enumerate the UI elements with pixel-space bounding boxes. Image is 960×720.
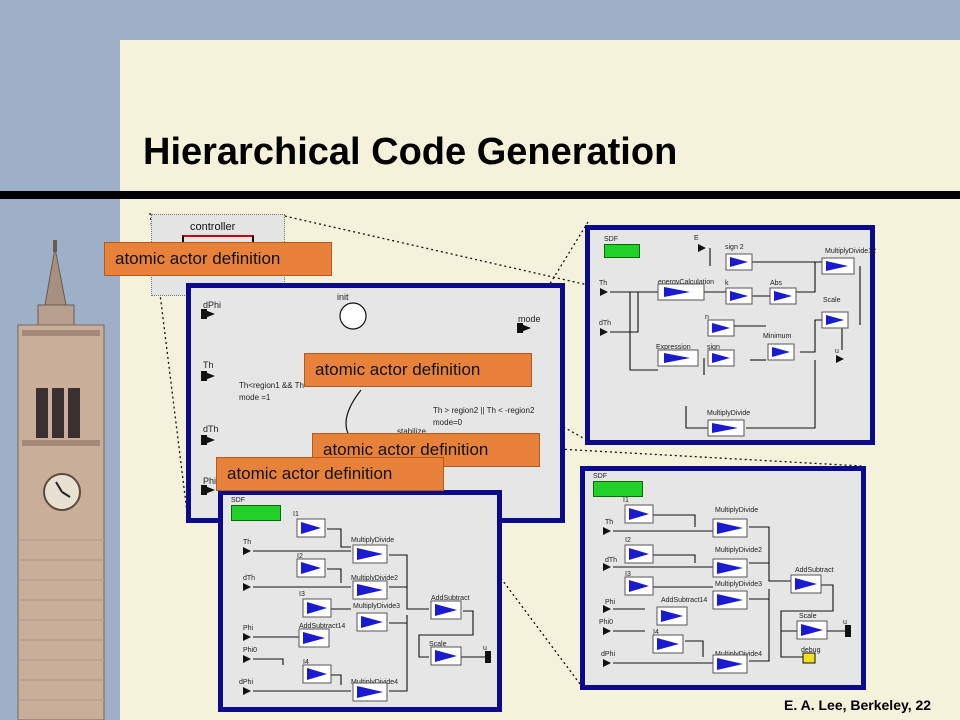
- input-port-label: Phi0: [243, 647, 258, 654]
- fsm-port-label: dTh: [203, 424, 219, 434]
- param-label: k: [725, 280, 729, 287]
- input-port-label: dTh: [243, 575, 256, 582]
- actor-label: MultiplyDivide2: [351, 575, 399, 582]
- actor-label: Scale: [823, 297, 841, 304]
- slide-title: Hierarchical Code Generation: [143, 131, 678, 173]
- actor-label: AddSubtract14: [299, 623, 346, 630]
- input-port-label: Phi: [605, 599, 616, 606]
- atomic-actor-label-2: atomic actor definition: [304, 353, 532, 387]
- actor-label: Scale: [799, 613, 817, 620]
- atomic-actor-label-3: atomic actor definition: [312, 433, 540, 467]
- sdf-director-icon: [231, 505, 281, 521]
- integrator-model-right-diagram: [603, 504, 851, 674]
- input-port-label: Th: [599, 280, 608, 287]
- atomic-actor-label-1: atomic actor definition: [104, 242, 332, 276]
- input-port-label: dTh: [599, 320, 612, 327]
- actor-label: I2: [297, 553, 303, 560]
- slide-footer: E. A. Lee, Berkeley, 22: [784, 697, 932, 713]
- actor-label: energyCalculation: [658, 279, 715, 286]
- title-divider: [0, 191, 960, 199]
- fsm-init-label: init: [337, 292, 349, 302]
- actor-label: Expression: [656, 344, 691, 351]
- actor-label: MultiplyDivide12: [825, 248, 876, 255]
- output-port-label: u: [483, 645, 487, 652]
- fsm-mode-label: mode: [518, 314, 541, 324]
- actor-label: Abs: [770, 280, 783, 287]
- actor-label: I3: [625, 571, 631, 578]
- fsm-guard1: Th<region1 && Th: [239, 381, 305, 390]
- input-port-label: dTh: [605, 557, 618, 564]
- fsm-state-stabilize: stabilize: [397, 427, 426, 436]
- actor-label: MultiplyDivide3: [353, 603, 401, 610]
- actor-label: I1: [293, 511, 299, 518]
- actor-label: I4: [303, 659, 309, 666]
- actor-label: I4: [653, 629, 659, 636]
- actor-label: MultiplyDivide3: [715, 581, 763, 588]
- actor-label: I2: [625, 537, 631, 544]
- debug-actor-label: debug: [801, 647, 821, 654]
- actor-label: MultiplyDivide: [351, 537, 395, 544]
- input-port-label: dPhi: [601, 651, 616, 658]
- director-label: SDF: [593, 473, 607, 480]
- actor-label: sign 2: [725, 244, 744, 251]
- param-label: n: [705, 314, 709, 321]
- input-port-label: Phi: [243, 625, 254, 632]
- director-label: SDF: [604, 236, 618, 243]
- campanile-tower-image: [17, 240, 105, 720]
- integrator-model-left-window: SDF Th dTh Phi Phi0 dPhi I1 I2 I3 I4 Mul…: [218, 490, 502, 712]
- sdf-director-icon: [604, 244, 640, 258]
- output-port-label: u: [835, 348, 839, 355]
- param-label: E: [694, 235, 699, 242]
- energy-model-window: SDF Th dTh energyCalculation sign 2 Abs …: [585, 225, 876, 445]
- sdf-director-icon: [593, 481, 643, 497]
- energy-model-diagram: [600, 244, 861, 437]
- fsm-guard2-action: mode=0: [433, 418, 463, 427]
- director-label: SDF: [231, 497, 245, 504]
- input-port-label: Phi0: [599, 619, 614, 626]
- input-port-label: dPhi: [239, 679, 254, 686]
- actor-label: Minimum: [763, 333, 792, 340]
- input-port-label: Th: [243, 539, 252, 546]
- slide-background-top: [0, 0, 960, 40]
- actor-label: sign: [707, 344, 720, 351]
- fsm-guard1-action: mode =1: [239, 393, 271, 402]
- actor-label: MultiplyDivide2: [715, 547, 763, 554]
- integrator-model-left-diagram: [243, 518, 491, 702]
- atomic-actor-label-4: atomic actor definition: [216, 457, 444, 491]
- fsm-guard2: Th > region2 || Th < -region2: [433, 406, 535, 415]
- input-port-label: Th: [605, 519, 614, 526]
- actor-label: AddSubtract: [431, 595, 470, 602]
- actor-label: I3: [299, 591, 305, 598]
- fsm-port-label: dPhi: [203, 300, 222, 310]
- actor-label: Scale: [429, 641, 447, 648]
- actor-label: AddSubtract14: [661, 597, 708, 604]
- fsm-port-label: Phi: [203, 476, 217, 486]
- actor-label: MultiplyDivide: [707, 410, 751, 417]
- fsm-port-label: Th: [203, 360, 214, 370]
- actor-label: AddSubtract: [795, 567, 834, 574]
- integrator-model-right-window: SDF Th dTh Phi Phi0 dPhi I1 I2 I3 I4 Mul…: [580, 466, 866, 690]
- actor-label: I1: [623, 497, 629, 504]
- actor-label: MultiplyDivide: [715, 507, 759, 514]
- controller-title: controller: [190, 221, 236, 233]
- output-port-label: u: [843, 619, 847, 626]
